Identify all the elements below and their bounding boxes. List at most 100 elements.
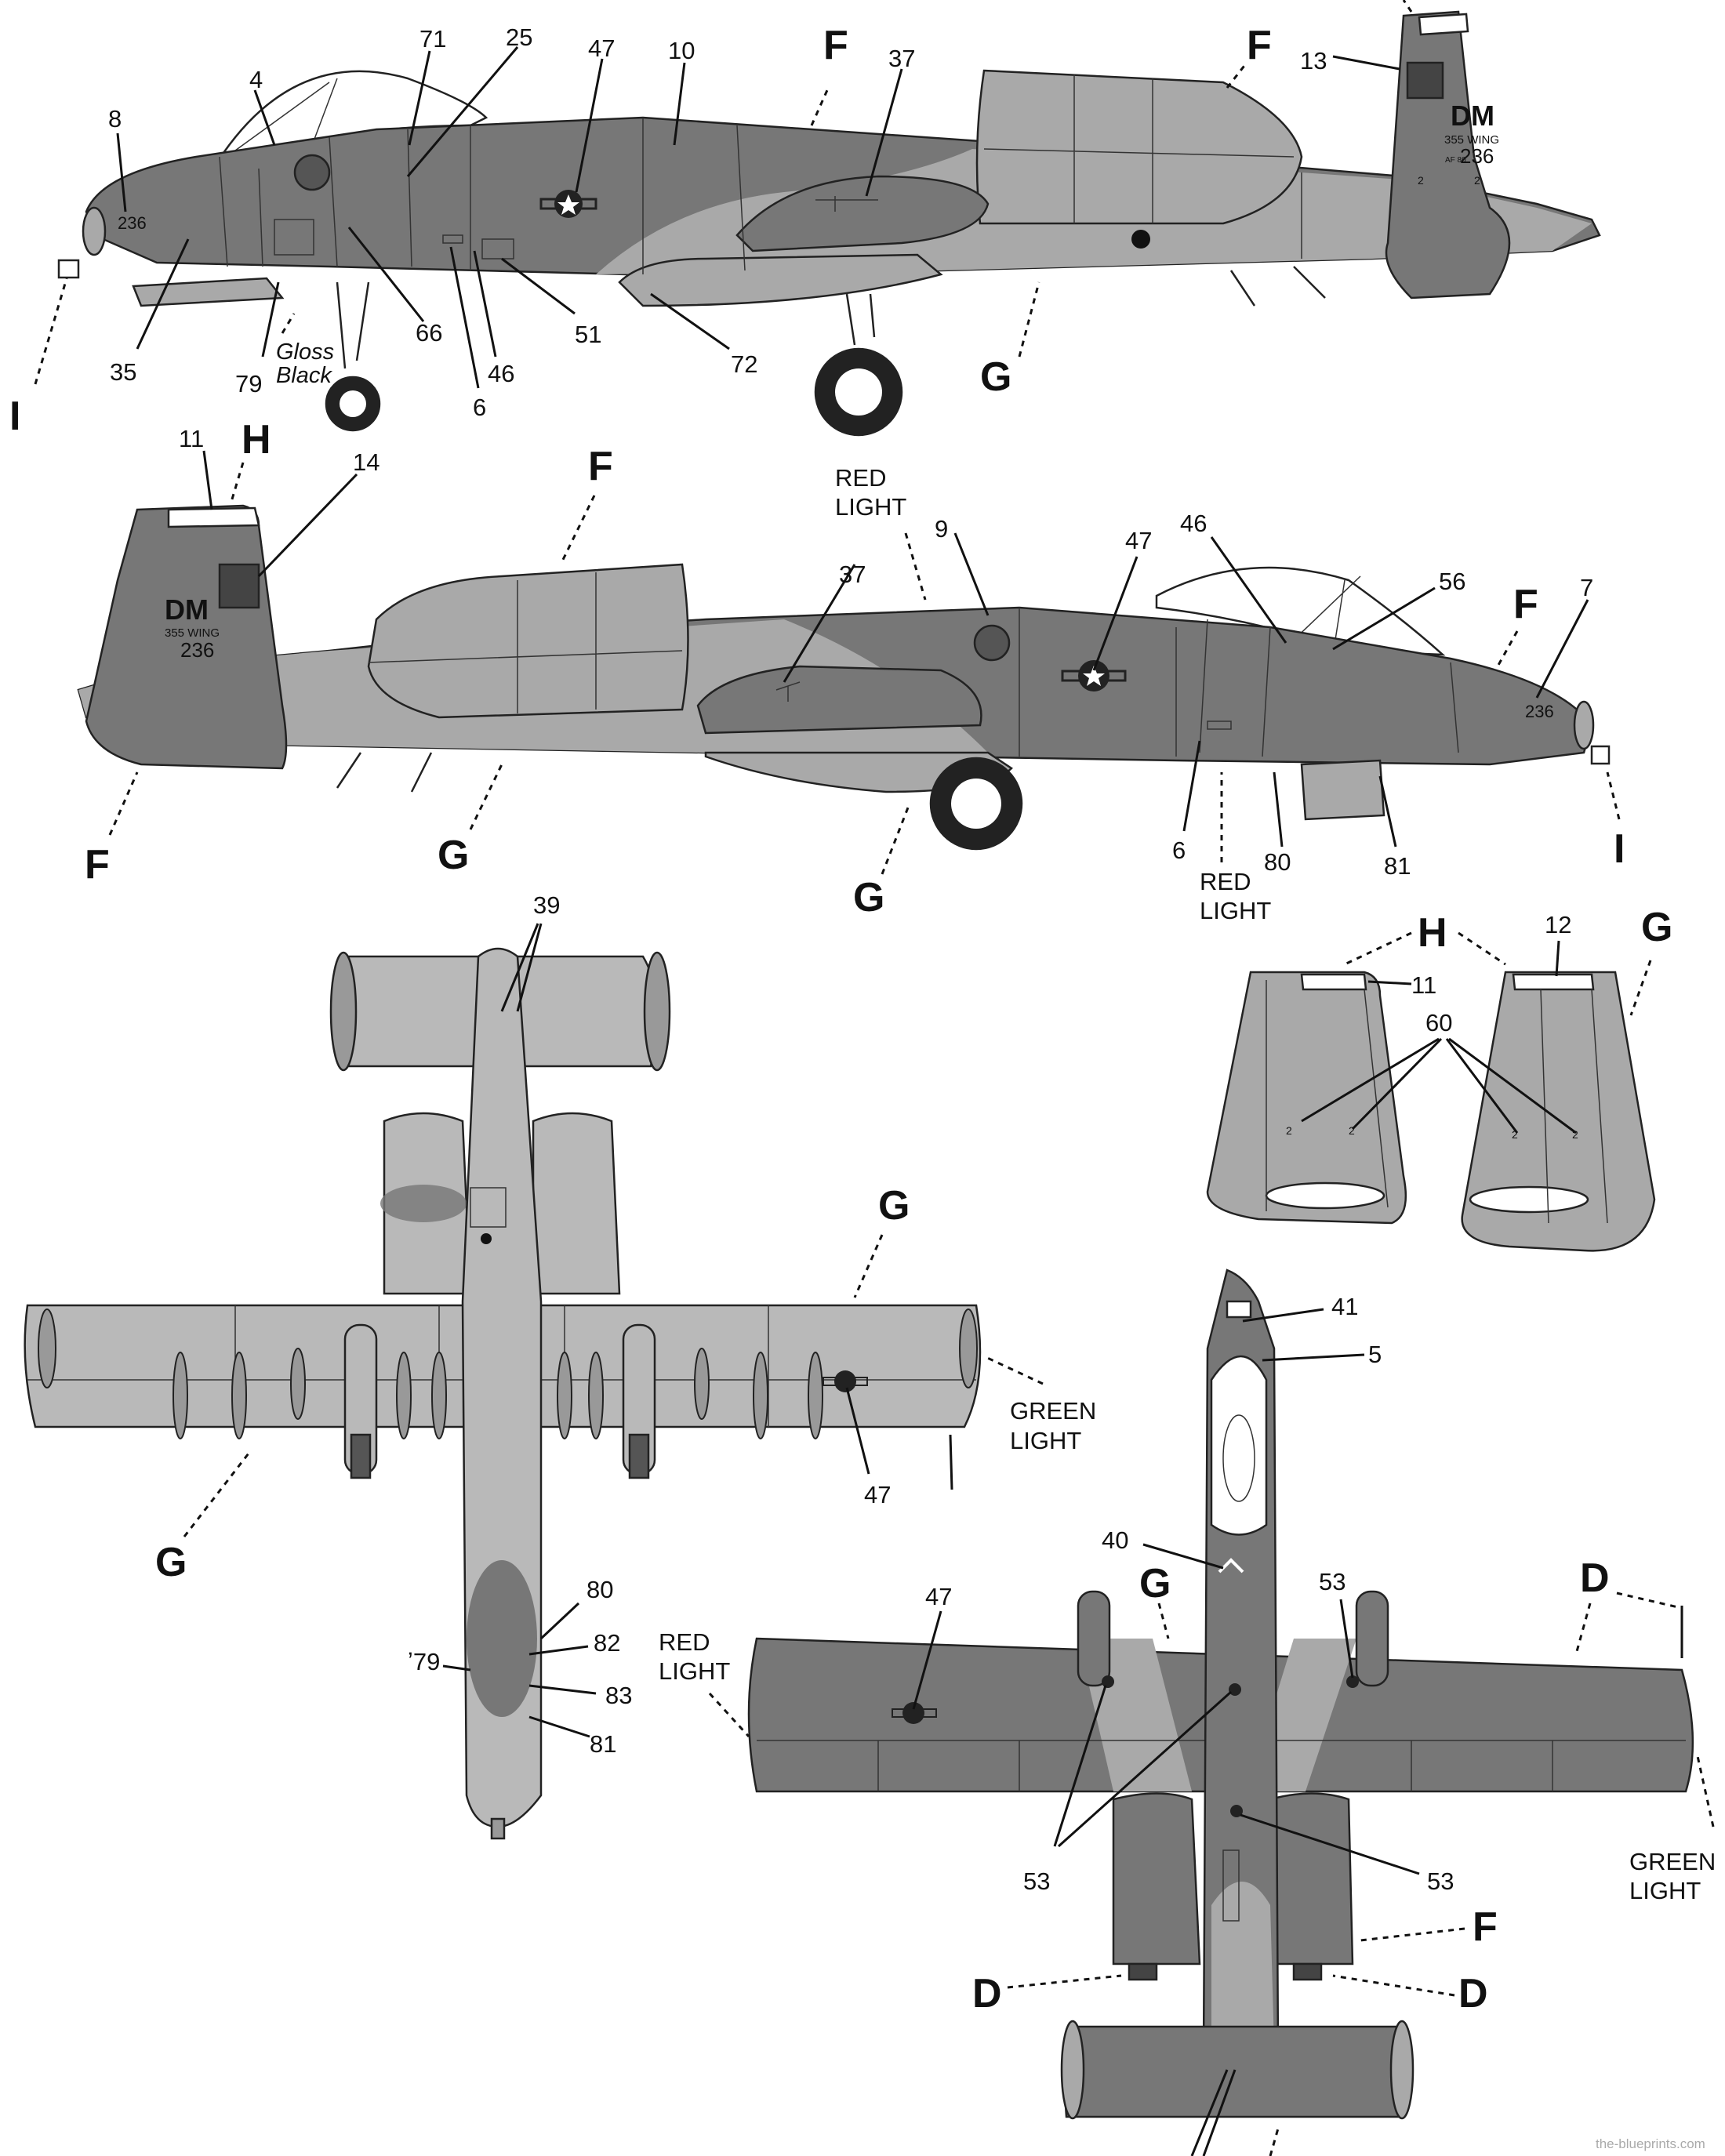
tail-insignia-left <box>1406 61 1444 100</box>
callout-72: 72 <box>731 350 757 378</box>
gear-fairing-left <box>618 253 943 307</box>
engine-top-left <box>1112 1792 1201 1965</box>
callout-60: 60 <box>1425 1009 1452 1036</box>
letter-g-7: G <box>1139 1561 1171 1606</box>
green-light-label-1a: GREEN <box>1010 1397 1096 1425</box>
letter-g-1: G <box>980 354 1011 400</box>
callout-80-right: 80 <box>1264 848 1291 876</box>
callout-39: 39 <box>533 891 560 919</box>
red-light-label-2b: LIGHT <box>1200 897 1271 924</box>
callout-79-under: ʼ79 <box>408 1648 440 1675</box>
callout-41: 41 <box>1331 1293 1358 1320</box>
black-label: Black <box>276 363 332 388</box>
gun-muzzle-right <box>1590 745 1611 765</box>
tail-inner-left <box>1206 971 1407 1225</box>
tail-inner-2b: 2 <box>1349 1124 1355 1137</box>
engine-under-right <box>532 1112 621 1295</box>
callout-8: 8 <box>108 105 122 132</box>
callout-35: 35 <box>110 358 136 386</box>
nose-serial-left: 236 <box>118 213 147 233</box>
ammo-door-right <box>1300 759 1385 821</box>
national-insignia-under <box>823 1370 868 1392</box>
tail-small2b-left: 2 <box>1474 174 1480 187</box>
tail-inner-faces: 2 2 2 2 <box>1206 971 1656 1252</box>
callout-11-a: 11 <box>179 425 204 452</box>
gun-muzzle-left <box>57 259 80 279</box>
underside-view <box>24 947 982 1840</box>
callout-81-under: 81 <box>590 1730 616 1758</box>
red-light-label-1b: LIGHT <box>835 493 906 521</box>
canopy-right-view <box>1155 566 1446 656</box>
tail-serial-left: 236 <box>1460 144 1494 168</box>
engine-top-right <box>1269 1792 1354 1965</box>
callouts-tail-faces: 11 12 60 H G <box>1301 905 1672 1134</box>
right-side-view: DM 355 WING 236 236 <box>77 504 1611 851</box>
tail-insignia-right <box>218 563 260 609</box>
letter-f-4: F <box>1513 582 1538 627</box>
letter-f-1: F <box>823 23 848 68</box>
callouts-right-view: 11 14 9 47 46 56 7 37 6 80 81 RED LIGHT … <box>85 417 1625 924</box>
letter-g-6: G <box>1641 905 1672 950</box>
callout-13: 13 <box>1300 47 1327 74</box>
callout-56: 56 <box>1439 568 1465 595</box>
rear-fuselage-dot-left <box>1131 230 1150 249</box>
callout-40: 40 <box>1102 1526 1128 1554</box>
red-light-label-3a: RED <box>659 1628 710 1656</box>
callout-71: 71 <box>419 25 446 53</box>
national-insignia-left <box>539 190 597 218</box>
callout-12: 12 <box>1545 911 1571 938</box>
green-light-label-2a: GREEN <box>1629 1848 1716 1875</box>
tail-inner-2c: 2 <box>1512 1128 1518 1141</box>
letter-i-2: I <box>1614 826 1625 872</box>
credit-watermark: the-blueprints.com <box>1596 2136 1705 2151</box>
tail-inner-right <box>1461 971 1656 1252</box>
tail-tip-white <box>1418 13 1469 36</box>
callout-37-right: 37 <box>839 561 866 588</box>
gloss-label: Gloss <box>276 339 334 365</box>
callout-9: 9 <box>935 515 948 543</box>
nose-cone-right <box>1573 700 1595 750</box>
tail-tip-white-right <box>167 506 260 528</box>
letter-f-2: F <box>1247 23 1272 68</box>
wing-root-left <box>735 175 990 252</box>
callout-14: 14 <box>353 448 380 476</box>
top-view <box>747 1269 1694 2120</box>
callout-66: 66 <box>416 319 442 347</box>
tail-afblock-left: AF 80 <box>1445 156 1466 165</box>
nose-serial-right: 236 <box>1525 702 1554 721</box>
red-light-label-2a: RED <box>1200 868 1251 895</box>
letter-h-1: H <box>242 417 271 463</box>
callout-82: 82 <box>594 1629 620 1657</box>
green-light-label-1b: LIGHT <box>1010 1427 1081 1454</box>
callout-47-left: 47 <box>588 34 615 62</box>
callout-7: 7 <box>1580 574 1593 601</box>
letter-f-6: F <box>1473 1904 1498 1950</box>
letter-d-3: D <box>1458 1971 1488 2016</box>
tail-inner-2d: 2 <box>1572 1128 1578 1141</box>
callout-53-a: 53 <box>1319 1568 1346 1595</box>
gear-pods-under <box>343 1323 656 1479</box>
ammo-door-left <box>132 277 285 307</box>
exhaust-stain-under <box>380 1185 467 1222</box>
camo-light-fuselage-top <box>1211 1882 1274 2058</box>
left-side-view: DM 355 WING 236 AF 80 236 2 2 <box>57 10 1601 437</box>
fuselage-badge-right <box>973 624 1011 662</box>
engine-nacelle-left <box>975 69 1303 225</box>
callout-53-c: 53 <box>1427 1867 1454 1895</box>
letter-d-2: D <box>972 1971 1002 2016</box>
tail-wing-right: 355 WING <box>165 626 220 640</box>
gear-pod-top-left <box>1077 1590 1111 1687</box>
callout-83: 83 <box>605 1682 632 1709</box>
h-stab-top <box>1064 2025 1408 2118</box>
callouts-left-view: 4 8 71 25 47 10 37 13 35 79 66 6 46 51 7… <box>9 0 1413 439</box>
callout-81-right: 81 <box>1384 852 1411 880</box>
callout-53-b: 53 <box>1023 1867 1050 1895</box>
letter-d-1: D <box>1580 1555 1610 1601</box>
letter-g-2: G <box>438 833 469 878</box>
fuselage-badge-left <box>293 154 331 191</box>
nose-cone-left <box>82 206 107 256</box>
canopy-top <box>1210 1355 1268 1536</box>
letter-g-4: G <box>878 1183 910 1229</box>
callout-6-left: 6 <box>473 394 486 421</box>
